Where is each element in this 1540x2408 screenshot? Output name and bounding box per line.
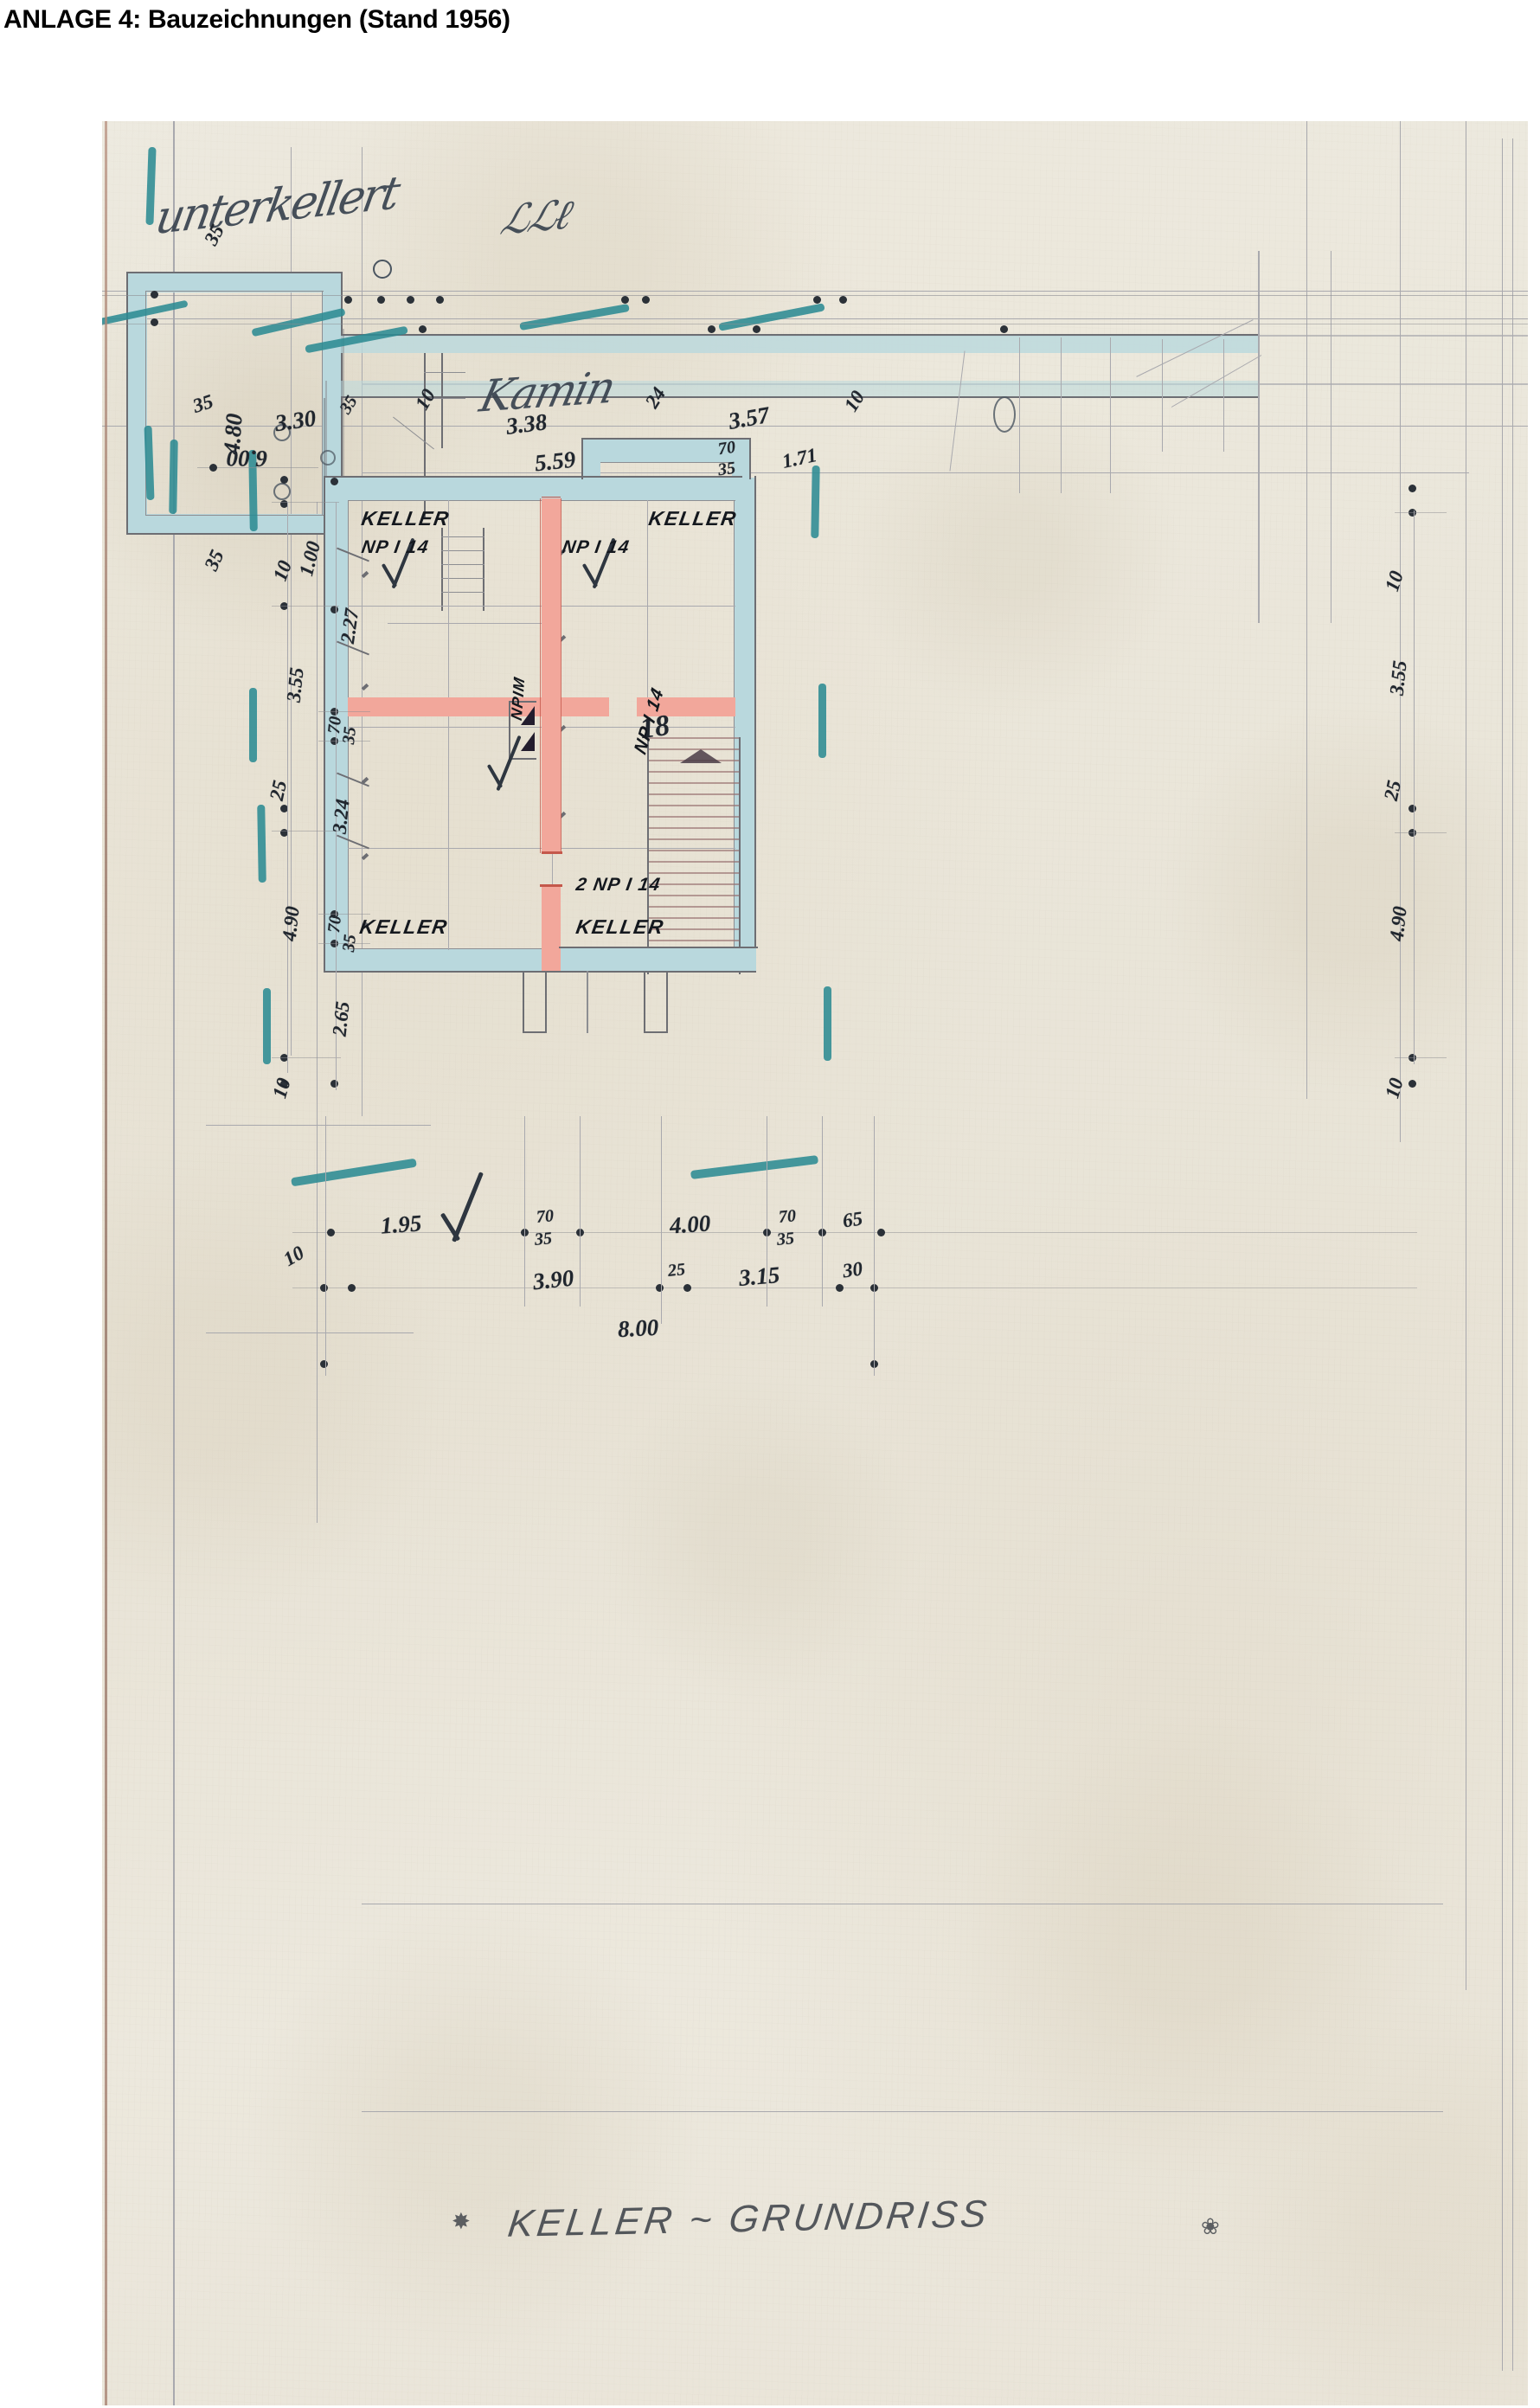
flue-wedge xyxy=(521,732,535,751)
dim-top-7: 24 xyxy=(640,383,671,412)
dim-left-1: 35 xyxy=(200,546,228,575)
dim-left-4: 2.27 xyxy=(336,607,363,645)
marker-strokes xyxy=(102,121,1528,2405)
new-walls-red xyxy=(102,121,1528,2405)
dim-top-9: 70 xyxy=(716,437,737,459)
dim-left-7: 35 xyxy=(339,725,360,746)
dim-top-3: 35 xyxy=(336,392,362,418)
scanned-drawing-sheet: unterkellert ℒℒℓ Kamin 6.00 KELLER NP I … xyxy=(102,121,1528,2405)
dim-left-0: 4.80 xyxy=(218,412,247,456)
dim-top-1: 35 xyxy=(189,390,216,417)
dim-top-10: 35 xyxy=(716,458,737,480)
dim-bottom-4: 3.90 xyxy=(531,1264,575,1295)
dim-bottom-5: 4.00 xyxy=(668,1210,712,1239)
circle-symbol xyxy=(273,424,291,441)
dim-bottom-7: 70 xyxy=(778,1206,797,1227)
dim-top-8: 3.57 xyxy=(726,401,772,434)
dim-bottom-10: 3.15 xyxy=(737,1261,781,1292)
dim-bottom-6: 25 xyxy=(666,1260,687,1281)
dim-bottom-3: 35 xyxy=(534,1229,553,1249)
dim-left-5: 3.55 xyxy=(282,666,308,703)
dim-left-12: 35 xyxy=(339,933,360,954)
foundation-piers xyxy=(102,121,1528,2405)
stair-up-arrow-icon xyxy=(680,749,722,763)
dim-right-2: 25 xyxy=(1379,778,1406,803)
dim-top-5: 3.38 xyxy=(504,408,549,440)
dim-top-4: 10 xyxy=(410,385,440,414)
dim-right-1: 3.55 xyxy=(1385,659,1411,697)
circle-symbol xyxy=(373,260,392,279)
dim-bottom-11: 30 xyxy=(841,1257,864,1282)
dim-left-2: 10 xyxy=(268,557,297,584)
dim-left-9: 3.24 xyxy=(328,798,354,835)
dim-bottom-total: 8.00 xyxy=(617,1313,659,1343)
dimension-numbers: 35 35 3.30 35 10 3.38 5.59 24 3.57 70 35… xyxy=(102,121,1528,2405)
circle-symbol xyxy=(993,396,1016,433)
dim-left-11: 70 xyxy=(324,914,345,934)
dim-bottom-0: 10 xyxy=(279,1241,308,1271)
dim-top-0: 35 xyxy=(200,221,228,249)
circle-symbol xyxy=(273,483,291,500)
circle-symbol xyxy=(320,450,336,466)
staircase xyxy=(102,121,1528,2405)
page-title: ANLAGE 4: Bauzeichnungen (Stand 1956) xyxy=(3,5,510,34)
lower-annex-walls xyxy=(102,121,1528,2405)
dim-right-4: 10 xyxy=(1381,1076,1408,1101)
dim-top-11: 1.71 xyxy=(780,444,819,472)
dim-left-14: 10 xyxy=(268,1076,295,1101)
flue-wedge xyxy=(521,706,535,725)
dim-top-2: 3.30 xyxy=(273,404,318,437)
dim-bottom-2: 70 xyxy=(536,1206,555,1227)
upper-wing-walls xyxy=(102,121,1528,2405)
dim-left-13: 2.65 xyxy=(328,1000,354,1037)
caption-ornament-left: ✸ xyxy=(452,2208,471,2234)
dim-left-3: 1.00 xyxy=(295,538,325,579)
fitting-symbols xyxy=(102,121,1528,2405)
stair-treads xyxy=(649,737,739,973)
dim-right-3: 4.90 xyxy=(1385,905,1411,942)
dim-top-6: 5.59 xyxy=(533,446,577,477)
dim-bottom-8: 35 xyxy=(776,1229,795,1249)
dim-bottom-1: 1.95 xyxy=(379,1210,423,1239)
dim-left-10: 4.90 xyxy=(278,905,304,942)
dim-bottom-9: 65 xyxy=(841,1207,864,1232)
dim-left-8: 25 xyxy=(265,778,292,803)
dim-right-0: 10 xyxy=(1381,568,1408,594)
dimension-chains xyxy=(102,121,1528,2405)
caption-ornament-right: ❀ xyxy=(1201,2213,1220,2239)
dim-top-12: 10 xyxy=(839,387,869,415)
